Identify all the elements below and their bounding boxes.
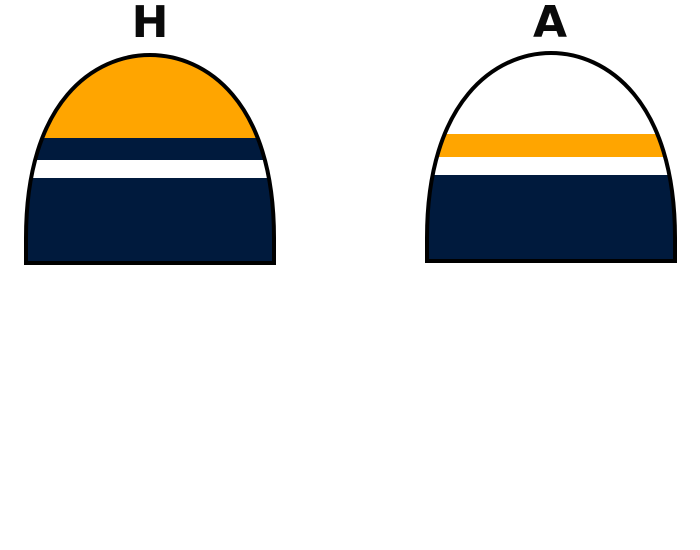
home-label: H — [131, 0, 169, 48]
home-band-stripe-middle — [26, 160, 274, 178]
away-band-bottom — [427, 175, 675, 261]
away-beanie-outline — [425, 50, 677, 263]
home-beanie-outline — [24, 52, 276, 265]
away-band-stripe-middle — [427, 157, 675, 175]
home-band-stripe-upper — [26, 138, 274, 160]
away-band-stripe-upper — [427, 134, 675, 157]
away-beanie — [427, 53, 675, 261]
home-band-bottom — [26, 178, 274, 263]
away-label: A — [532, 0, 568, 48]
